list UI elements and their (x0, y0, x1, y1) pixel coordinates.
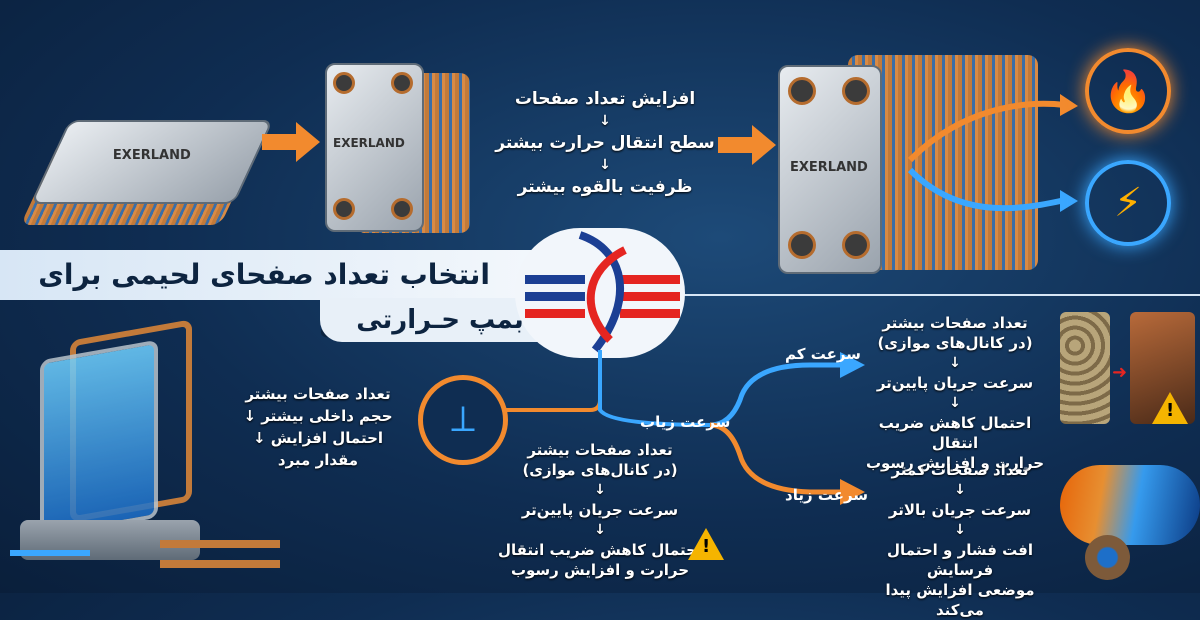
bc-line-1: تعداد صفحات بیشتر (527, 441, 673, 459)
erosion-illustration (1060, 455, 1200, 590)
top-line-3: ظرفیت بالقوه بیشتر (517, 177, 693, 197)
title-banner: انتخاب تعداد صفحای لحیمی برای پمپ حرارتی (0, 250, 560, 341)
warning-icon: ! (688, 528, 724, 560)
bc-line-4: احتمال کاهش ضریب انتقال (497, 541, 703, 559)
right-bottom-text: تعداد صفحات کمتر ↓ سرعت جریان بالاتر ↓ ا… (860, 460, 1060, 620)
warning-icon-2: ! (1152, 392, 1188, 424)
rt-arrow-1: ↓ (949, 355, 961, 371)
flow-high-label: سرعت زیاد (785, 486, 869, 504)
rt-arrow-2: ↓ (949, 395, 961, 411)
arrow-right-2 (718, 125, 776, 165)
rb-line-4: موضعی افزایش پیدا می‌کند (885, 581, 1035, 619)
top-center-text: افزایش تعداد صفحات ↓ سطح انتقال حرارت بی… (490, 88, 720, 198)
top-arrow-1: ↓ (599, 113, 611, 129)
brand-logo-mark (525, 231, 680, 353)
bc-arrow-1: ↓ (594, 482, 606, 498)
lightning-icon: ⚡ (1085, 160, 1171, 246)
bc-line-2: (در کانال‌های موازی) (522, 461, 678, 479)
large-exchanger-brand-label: EXERLAND (790, 160, 868, 175)
fire-icon: 🔥 (1085, 48, 1171, 134)
rb-arrow-2: ↓ (954, 522, 966, 538)
left-line-3: احتمال افزایش ↓ (252, 429, 384, 447)
bc-line-3: سرعت جریان پایین‌تر (521, 501, 679, 519)
rt-line-5: حرارت و افزایش رسوب (865, 454, 1045, 472)
flow-center-label: سرعت زیاب (640, 413, 731, 431)
flow-low-label: سرعت کم (785, 345, 861, 363)
rt-line-2: (در کانال‌های موازی) (877, 334, 1033, 352)
rb-line-1: تعداد صفحات کمتر (891, 461, 1029, 479)
top-arrow-2: ↓ (599, 157, 611, 173)
top-line-1: افزایش تعداد صفحات (514, 89, 696, 109)
banner-line (560, 294, 1200, 296)
fouling-illustration: ➜ ! (1060, 312, 1195, 424)
large-exchanger-illustration: EXERLAND (778, 45, 1038, 275)
left-line-4: مقدار مبرد (277, 451, 359, 469)
top-line-2: سطح انتقال حرارت بیشتر (495, 133, 715, 153)
left-line-1: تعداد صفحات بیشتر (245, 385, 391, 403)
left-middle-text: تعداد صفحات بیشتر حجم داخلی بیشتر ↓ احتم… (228, 383, 408, 471)
medium-exchanger-illustration: EXERLAND (325, 58, 475, 233)
bottom-center-text: تعداد صفحات بیشتر (در کانال‌های موازی) ↓… (490, 440, 710, 580)
flow-arrows-top-right (907, 94, 1078, 212)
exploded-exchanger-illustration (10, 319, 290, 590)
rt-line-3: سرعت جریان پایین‌تر (876, 374, 1034, 392)
single-plate-illustration: EXERLAND (20, 120, 274, 225)
arrow-right-1 (262, 122, 320, 162)
rb-arrow-1: ↓ (954, 482, 966, 498)
pipe-icon: ⟂ (418, 375, 508, 465)
bc-arrow-2: ↓ (594, 522, 606, 538)
bc-line-5: حرارت و افزایش رسوب (510, 561, 690, 579)
rb-line-3: افت فشار و احتمال فرسایش (887, 541, 1033, 579)
rb-line-2: سرعت جریان بالاتر (888, 501, 1032, 519)
left-line-2: حجم داخلی بیشتر ↓ (243, 407, 393, 425)
exchanger-brand-label: EXERLAND (333, 136, 405, 150)
plate-brand-label: EXERLAND (112, 148, 191, 163)
flow-paths (480, 350, 865, 505)
right-top-text: تعداد صفحات بیشتر (در کانال‌های موازی) ↓… (855, 313, 1055, 473)
rt-line-4: احتمال کاهش ضریب انتقال (878, 414, 1032, 452)
rt-line-1: تعداد صفحات بیشتر (882, 314, 1028, 332)
